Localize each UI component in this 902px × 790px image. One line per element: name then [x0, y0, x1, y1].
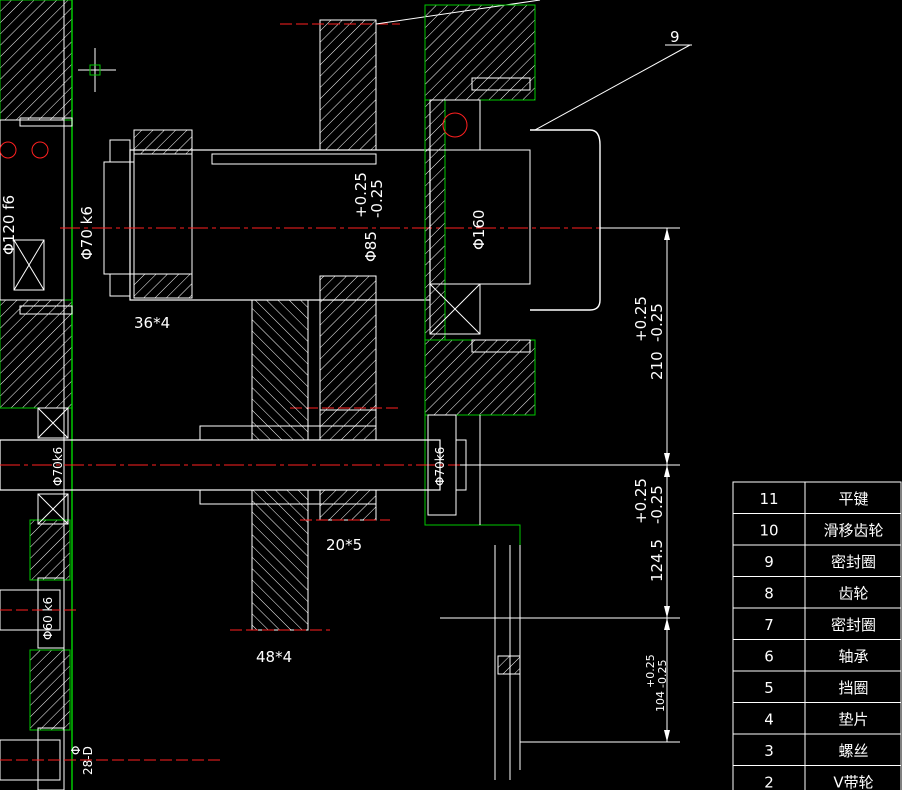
- dia-bottom-val: 28-D: [81, 746, 95, 775]
- parts-row-number: 3: [764, 742, 774, 760]
- parts-row-number: 10: [759, 521, 778, 539]
- crosshair-marker: [78, 48, 116, 92]
- parts-list-table: 11 平键 10 滑移齿轮 9 密封圈 8 齿轮 7 密封圈 6 轴承 5 挡圈 4 垫片 3 螺丝 2 V带轮: [732, 481, 902, 790]
- dimension-lines: [440, 227, 680, 743]
- dia-70k6-mid-left-label: Φ70k6: [51, 447, 65, 486]
- parts-row-name: 轴承: [838, 647, 868, 665]
- dim-210-upper: +0.25: [632, 296, 650, 342]
- parts-row-name: 密封圈: [831, 553, 876, 571]
- dia-85-label: Φ85: [362, 231, 380, 262]
- dia-60k6-label: Φ60 k6: [41, 597, 55, 640]
- annotation-texts: 9 36*4 20*5 48*4 Φ120 f6 Φ70 k6 Φ85 +0.2…: [0, 28, 680, 775]
- dia-70k6-mid-right-label: Φ70k6: [433, 447, 447, 486]
- parts-row-number: 11: [759, 490, 778, 508]
- left-casing-wall: [0, 0, 73, 790]
- parts-row-name: 垫片: [838, 710, 868, 728]
- label-36x4: 36*4: [134, 314, 170, 332]
- parts-row: 8 齿轮: [732, 576, 902, 609]
- dim-210-value: 210: [648, 351, 666, 380]
- label-48x4: 48*4: [256, 648, 292, 666]
- parts-row-number: 2: [764, 773, 774, 790]
- parts-row: 5 挡圈: [732, 670, 902, 703]
- lower-left-shafts: [0, 589, 220, 781]
- right-casing: [424, 4, 692, 545]
- parts-row-name: V带轮: [833, 773, 873, 790]
- parts-row: 6 轴承: [732, 639, 902, 672]
- parts-row: 9 密封圈: [732, 544, 902, 577]
- tol-85-lower: -0.25: [368, 179, 386, 218]
- parts-row-number: 4: [764, 710, 774, 728]
- parts-row-name: 挡圈: [838, 679, 868, 697]
- label-20x5: 20*5: [326, 536, 362, 554]
- dia-160-label: Φ160: [470, 210, 488, 250]
- parts-row: 7 密封圈: [732, 607, 902, 640]
- dim-104-value: 104: [654, 691, 667, 712]
- upper-shaft: [60, 129, 600, 301]
- balloon-9: 9: [670, 28, 680, 46]
- parts-row-name: 螺丝: [838, 742, 868, 760]
- parts-row: 11 平键: [732, 481, 902, 514]
- parts-row-name: 平键: [838, 490, 868, 508]
- parts-row: 3 螺丝: [732, 733, 902, 766]
- parts-row-number: 8: [764, 584, 774, 602]
- dia-120-label: Φ120 f6: [0, 195, 18, 255]
- tol-85-upper: +0.25: [352, 172, 370, 218]
- dia-70k6-top-label: Φ70 k6: [78, 206, 96, 260]
- dia-bottom-label: Φ: [69, 746, 83, 755]
- parts-row: 4 垫片: [732, 702, 902, 735]
- dim-104-lower: -0.25: [656, 660, 669, 688]
- parts-row-name: 滑移齿轮: [823, 521, 883, 539]
- dim-104-upper: +0.25: [644, 654, 657, 688]
- parts-row-number: 5: [764, 679, 774, 697]
- parts-row: 2 V带轮: [732, 765, 902, 790]
- parts-row-name: 齿轮: [838, 584, 868, 602]
- lower-shaft: [0, 299, 467, 631]
- dim-210-lower: -0.25: [648, 303, 666, 342]
- parts-row-number: 9: [764, 553, 774, 571]
- parts-row-name: 密封圈: [831, 616, 876, 634]
- dim-124-lower: -0.25: [648, 485, 666, 524]
- dim-124-upper: +0.25: [632, 478, 650, 524]
- parts-row: 10 滑移齿轮: [732, 513, 902, 546]
- dim-124-value: 124.5: [648, 539, 666, 582]
- parts-row-number: 7: [764, 616, 774, 634]
- right-guide-lines: [479, 415, 521, 780]
- parts-row-number: 6: [764, 647, 774, 665]
